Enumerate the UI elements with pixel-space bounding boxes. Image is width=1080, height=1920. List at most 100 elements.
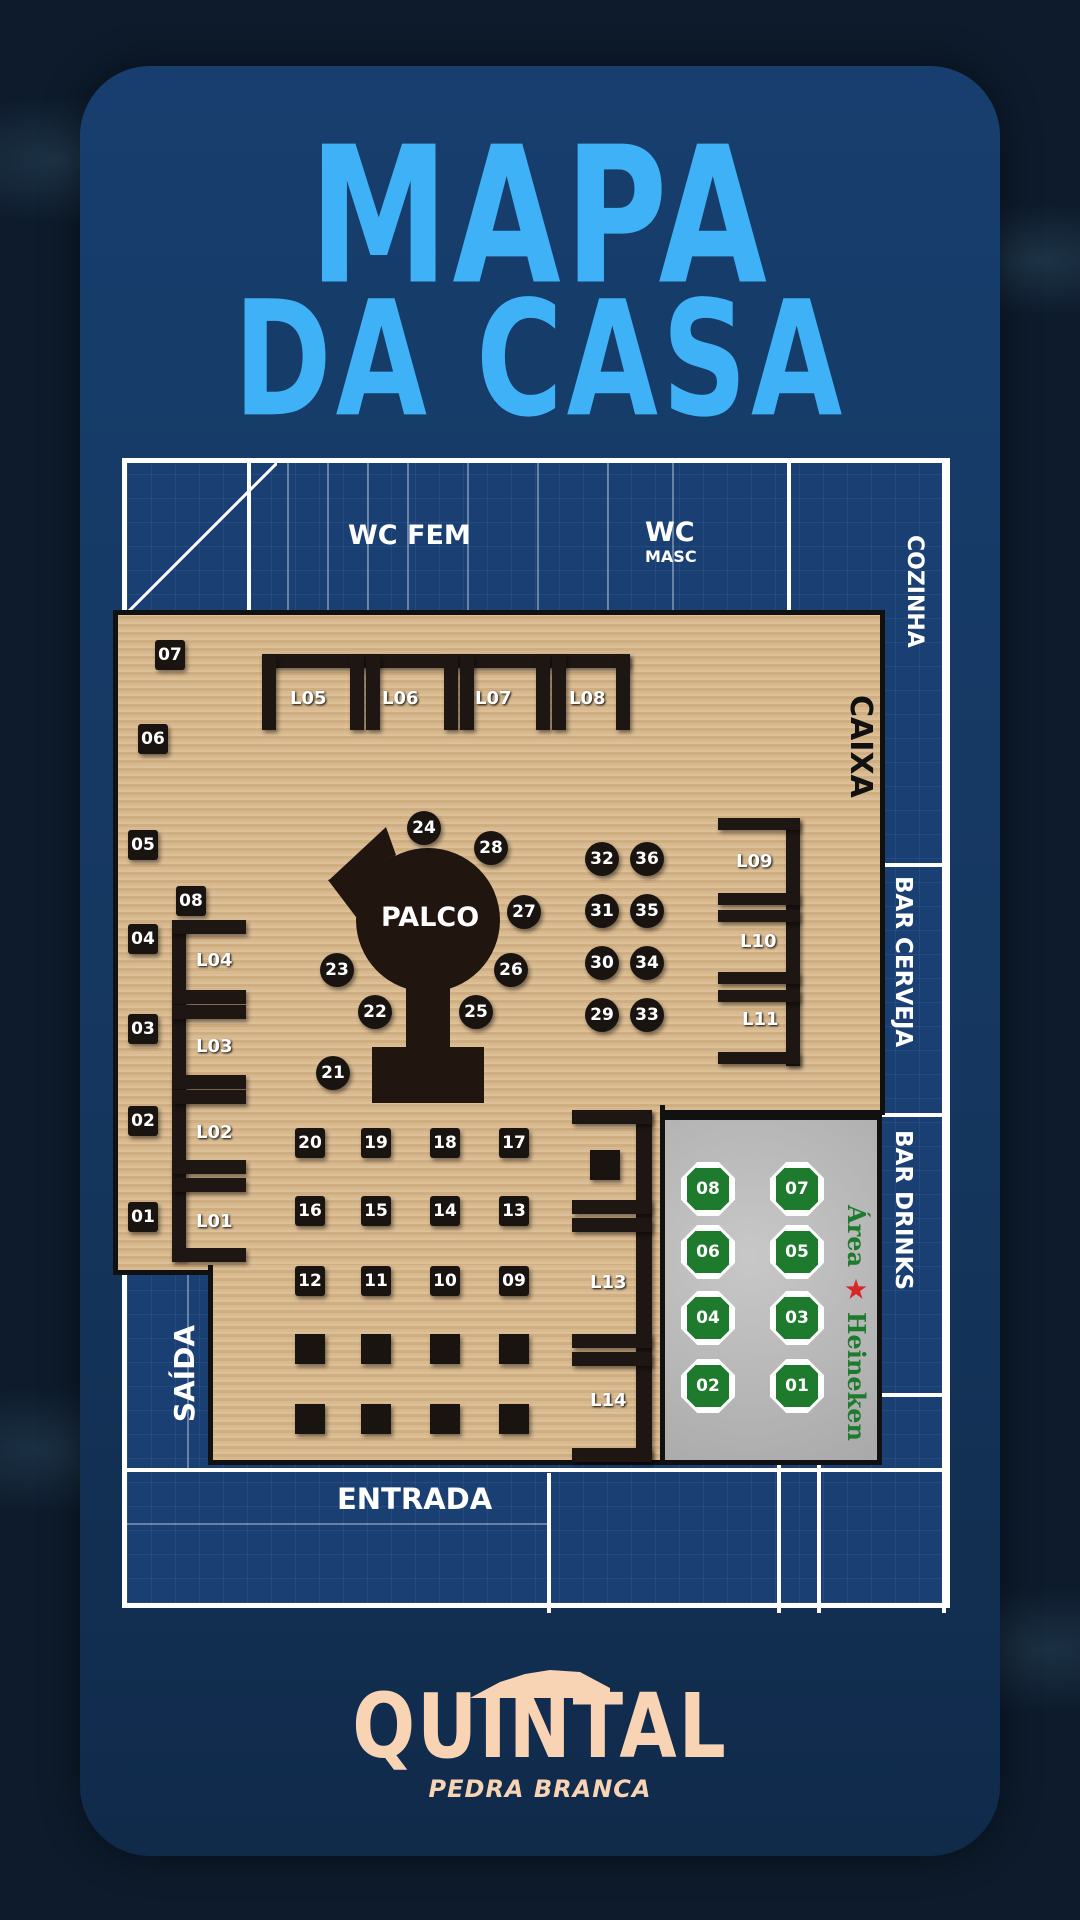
heineken-brand: Heineken <box>842 1311 871 1441</box>
logo-name: QUINTAL <box>352 1675 728 1779</box>
wall-table[interactable]: 04 <box>128 924 158 954</box>
stall-line <box>607 463 609 613</box>
wall-line <box>127 1468 945 1472</box>
wall-table[interactable]: 02 <box>128 1106 158 1136</box>
heineken-table[interactable]: 06 <box>684 1228 732 1276</box>
round-table[interactable]: 23 <box>320 953 354 987</box>
heineken-table[interactable]: 02 <box>684 1362 732 1410</box>
lounge-bench <box>718 893 800 905</box>
wall-table[interactable]: 07 <box>155 640 185 670</box>
round-table[interactable]: 29 <box>585 998 619 1032</box>
grid-table[interactable]: 16 <box>295 1196 325 1226</box>
unnumbered-table[interactable] <box>499 1404 529 1434</box>
grid-table[interactable]: 15 <box>361 1196 391 1226</box>
heineken-table[interactable]: 03 <box>773 1294 821 1342</box>
lounge-label[interactable]: L05 <box>290 688 327 709</box>
grid-table[interactable]: 10 <box>430 1266 460 1296</box>
lounge-bench <box>172 990 246 1004</box>
wall-table[interactable]: 01 <box>128 1202 158 1232</box>
grid-table[interactable]: 17 <box>499 1128 529 1158</box>
lounge-label[interactable]: L08 <box>569 688 606 709</box>
unnumbered-table[interactable] <box>499 1334 529 1364</box>
grid-table[interactable]: 20 <box>295 1128 325 1158</box>
round-table[interactable]: 24 <box>407 811 441 845</box>
lounge-bench <box>536 654 550 730</box>
lounge-bench <box>572 1200 652 1214</box>
round-table[interactable]: 30 <box>585 946 619 980</box>
stall-line <box>537 463 539 613</box>
heineken-star-icon: ★ <box>842 1275 871 1304</box>
stall-line <box>287 463 289 613</box>
stall-line <box>187 1253 189 1468</box>
lounge-label[interactable]: L03 <box>196 1036 233 1057</box>
round-table[interactable]: 21 <box>316 1056 350 1090</box>
unnumbered-table[interactable] <box>295 1404 325 1434</box>
round-table[interactable]: 28 <box>474 831 508 865</box>
lounge-label[interactable]: L01 <box>196 1211 233 1232</box>
round-table[interactable]: 31 <box>585 894 619 928</box>
round-table[interactable]: 27 <box>507 895 541 929</box>
round-table[interactable]: 32 <box>585 842 619 876</box>
wall-table[interactable]: 08 <box>176 886 206 916</box>
heineken-table[interactable]: 01 <box>773 1362 821 1410</box>
unnumbered-table[interactable] <box>430 1404 460 1434</box>
stall-line <box>127 1523 547 1525</box>
heineken-area-label: Área ★ Heineken <box>842 1205 871 1441</box>
lounge-bench <box>444 654 458 730</box>
round-table[interactable]: 36 <box>630 842 664 876</box>
unnumbered-table[interactable] <box>361 1404 391 1434</box>
lounge-label[interactable]: L02 <box>196 1122 233 1143</box>
lounge-bench <box>172 1075 246 1089</box>
round-table[interactable]: 22 <box>358 995 392 1029</box>
grid-table[interactable]: 14 <box>430 1196 460 1226</box>
lounge-bench <box>172 1178 246 1192</box>
lounge-label[interactable]: L13 <box>590 1272 627 1293</box>
wc-masc-sublabel: MASC <box>645 547 697 566</box>
grid-table[interactable]: 18 <box>430 1128 460 1158</box>
unnumbered-table[interactable] <box>361 1334 391 1364</box>
unnumbered-table[interactable] <box>295 1334 325 1364</box>
grid-table[interactable]: 11 <box>361 1266 391 1296</box>
lounge-label[interactable]: L06 <box>382 688 419 709</box>
lounge-label[interactable]: L04 <box>196 950 233 971</box>
lounge-bench <box>636 1110 652 1460</box>
grid-table[interactable]: 09 <box>499 1266 529 1296</box>
wall-table[interactable]: 03 <box>128 1014 158 1044</box>
heineken-table[interactable]: 07 <box>773 1165 821 1213</box>
round-table[interactable]: 34 <box>630 946 664 980</box>
wall-line <box>787 463 791 613</box>
heineken-table[interactable]: 08 <box>684 1165 732 1213</box>
lounge-label[interactable]: L07 <box>475 688 512 709</box>
palco-label: PALCO <box>381 902 480 933</box>
grid-table[interactable]: 19 <box>361 1128 391 1158</box>
lounge-label[interactable]: L09 <box>736 851 773 872</box>
grid-table[interactable]: 12 <box>295 1266 325 1296</box>
lounge-bench <box>718 910 800 922</box>
lounge-bench <box>552 654 566 730</box>
title-line-2: DA CASA <box>233 265 847 453</box>
stall-line <box>327 463 329 613</box>
heineken-area-word: Área <box>842 1205 871 1268</box>
round-table[interactable]: 35 <box>630 894 664 928</box>
lounge-bench <box>172 1005 246 1019</box>
mountain-logo-icon <box>470 1670 610 1698</box>
heineken-table[interactable]: 04 <box>684 1294 732 1342</box>
lounge-bench <box>460 654 474 730</box>
wall-table[interactable]: 06 <box>138 724 168 754</box>
title-line-1: MAPA <box>309 107 771 328</box>
caixa-label: CAIXA <box>843 695 878 798</box>
lounge-label[interactable]: L14 <box>590 1390 627 1411</box>
lounge-bench <box>350 654 364 730</box>
lounge-bench <box>786 818 800 1066</box>
heineken-table[interactable]: 05 <box>773 1228 821 1276</box>
lounge-bench <box>572 1352 652 1366</box>
round-table[interactable]: 33 <box>630 998 664 1032</box>
grid-table[interactable]: 13 <box>499 1196 529 1226</box>
round-table[interactable]: 25 <box>459 995 493 1029</box>
lounge-label[interactable]: L11 <box>742 1009 779 1030</box>
lounge-label[interactable]: L10 <box>740 931 777 952</box>
round-table[interactable]: 26 <box>494 953 528 987</box>
wall-table[interactable]: 05 <box>128 830 158 860</box>
lounge-bench <box>366 654 380 730</box>
unnumbered-table[interactable] <box>430 1334 460 1364</box>
